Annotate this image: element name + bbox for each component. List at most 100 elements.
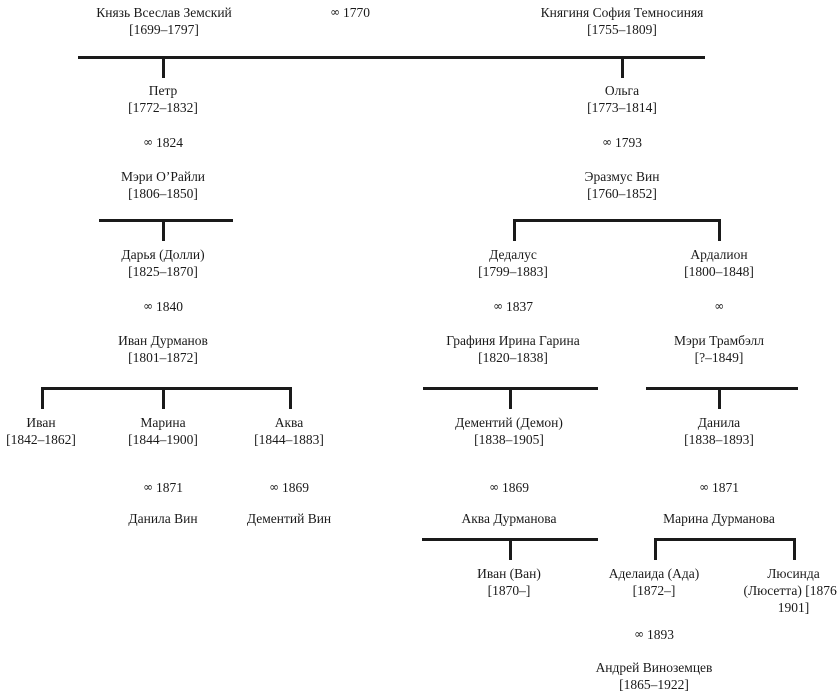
person-marina-durmanova: Марина Дурманова — [619, 510, 819, 527]
connector-stem-ivan — [41, 387, 44, 409]
person-dates: [1806–1850] — [128, 186, 198, 201]
person-dates: [1799–1883] — [478, 264, 548, 279]
person-sofia-temnosinyaya: Княгиня София Темносиняя [1755–1809] — [478, 4, 766, 38]
person-name: Князь Всеслав Земский — [96, 5, 232, 20]
person-dates: [1825–1870] — [128, 264, 198, 279]
person-name: Марина — [140, 415, 186, 430]
person-name: Дедалус — [489, 247, 537, 262]
connector-stem-olga — [621, 56, 624, 78]
marriage-symbol-icon: ∞ — [493, 299, 503, 313]
marriage-akva-dementiy: ∞ 1869 — [189, 479, 389, 497]
connector-stem-dementiy — [509, 387, 512, 409]
person-name: Дементий (Демон) — [455, 415, 563, 430]
person-dementiy-vin: Дементий Вин — [189, 510, 389, 527]
connector-stem-danila — [718, 387, 721, 409]
marriage-symbol-icon: ∞ — [714, 299, 724, 313]
person-name: Мэри О’Райли — [120, 169, 206, 184]
connector-stem-marina — [162, 387, 165, 409]
marriage-symbol-icon: ∞ — [489, 480, 499, 494]
person-name: Люсинда — [767, 566, 820, 581]
person-dementiy-demon: Дементий (Демон) [1838–1905] — [409, 414, 609, 448]
person-dates: [1842–1862] — [6, 432, 76, 447]
marriage-symbol-icon: ∞ — [269, 480, 279, 494]
connector-stem-akva — [289, 387, 292, 409]
person-name: Княгиня София Темносиняя — [540, 5, 704, 20]
person-dates: [1699–1797] — [129, 22, 199, 37]
person-name: Петр — [148, 83, 178, 98]
person-dates: [1838–1893] — [684, 432, 754, 447]
marriage-danila-marina-durmanova: ∞ 1871 — [619, 479, 819, 497]
marriage-dedalus-irina: ∞ 1837 — [413, 298, 613, 316]
person-dates: [1844–1883] — [254, 432, 324, 447]
person-dates: [1838–1905] — [474, 432, 544, 447]
person-name: Ардалион — [690, 247, 748, 262]
person-nickname: (Люсетта) — [743, 583, 802, 598]
person-irina-garina: Графиня Ирина Гарина [1820–1838] — [413, 332, 613, 366]
person-lyusinda-lyusetta: Люсинда (Люсетта) [1876–1901] — [741, 565, 837, 616]
person-name: Марина Дурманова — [663, 511, 775, 526]
marriage-vseslav-sofia: ∞ 1770 — [300, 4, 400, 22]
marriage-year: 1824 — [155, 135, 183, 150]
person-name: Андрей Виноземцев — [595, 660, 713, 675]
person-akva: Аква [1844–1883] — [189, 414, 389, 448]
person-ivan-durmanov: Иван Дурманов [1801–1872] — [63, 332, 263, 366]
person-name: Мэри Трамбэлл — [673, 333, 765, 348]
connector-hbar-durmanov-children — [41, 387, 291, 390]
person-dates: [1820–1838] — [478, 350, 548, 365]
person-name: Аделаида (Ада) — [608, 566, 700, 581]
person-danila-vin: Данила Вин — [63, 510, 263, 527]
marriage-symbol-icon: ∞ — [143, 299, 153, 313]
person-dates: [1844–1900] — [128, 432, 198, 447]
connector-hbar-danila — [646, 387, 798, 390]
connector-stem-dedalus — [513, 219, 516, 241]
person-ivan: Иван [1842–1862] — [0, 414, 141, 448]
person-dates: [1755–1809] — [587, 22, 657, 37]
person-name: Дементий Вин — [246, 511, 332, 526]
connector-stem-lyusinda — [793, 538, 796, 560]
person-dates: [1872–] — [632, 583, 676, 598]
marriage-year: 1893 — [646, 627, 674, 642]
person-dates: [1773–1814] — [587, 100, 657, 115]
person-ardalion: Ардалион [1800–1848] — [619, 246, 819, 280]
person-dedalus: Дедалус [1799–1883] — [413, 246, 613, 280]
marriage-year: 1869 — [281, 480, 309, 495]
person-dates: [1801–1872] — [128, 350, 198, 365]
marriage-symbol-icon: ∞ — [602, 135, 612, 149]
connector-stem-ardalion — [718, 219, 721, 241]
marriage-symbol-icon: ∞ — [143, 135, 153, 149]
person-petr: Петр [1772–1832] — [63, 82, 263, 116]
marriage-symbol-icon: ∞ — [634, 627, 644, 641]
person-meri-trumbell: Мэри Трамбэлл [?–1849] — [619, 332, 819, 366]
person-dates: [?–1849] — [694, 350, 744, 365]
person-dates: [1772–1832] — [128, 100, 198, 115]
person-dates: [1870–] — [487, 583, 531, 598]
connector-stem-petr — [162, 56, 165, 78]
marriage-year: 1871 — [711, 480, 739, 495]
marriage-year: 1837 — [505, 299, 533, 314]
person-akva-durmanova: Аква Дурманова — [409, 510, 609, 527]
marriage-year: 1869 — [501, 480, 529, 495]
connector-hbar-gen1 — [78, 56, 705, 59]
marriage-ada-andrey: ∞ 1893 — [554, 626, 754, 644]
person-dates: [1865–1922] — [619, 677, 689, 692]
person-name: Иван Дурманов — [118, 333, 208, 348]
person-erazmus-vin: Эразмус Вин [1760–1852] — [522, 168, 722, 202]
person-ivan-van: Иван (Ван) [1870–] — [409, 565, 609, 599]
person-dates: [1760–1852] — [587, 186, 657, 201]
marriage-demon-akva-durmanova: ∞ 1869 — [409, 479, 609, 497]
marriage-petr-meri: ∞ 1824 — [63, 134, 263, 152]
marriage-year: 1840 — [155, 299, 183, 314]
person-name: Данила — [697, 415, 741, 430]
marriage-year: 1793 — [614, 135, 642, 150]
person-andrey-vinozemtsev: Андрей Виноземцев [1865–1922] — [554, 659, 754, 693]
person-darya-dolly: Дарья (Долли) [1825–1870] — [63, 246, 263, 280]
marriage-ardalion-meri: ∞ — [619, 298, 819, 316]
person-marina: Марина [1844–1900] — [63, 414, 263, 448]
connector-hbar-erazmus-children — [513, 219, 721, 222]
person-name: Иван (Ван) — [477, 566, 541, 581]
marriage-year: 1871 — [155, 480, 183, 495]
marriage-year: 1770 — [342, 5, 370, 20]
marriage-marina-danila: ∞ 1871 — [63, 479, 263, 497]
marriage-symbol-icon: ∞ — [143, 480, 153, 494]
connector-stem-darya — [162, 219, 165, 241]
